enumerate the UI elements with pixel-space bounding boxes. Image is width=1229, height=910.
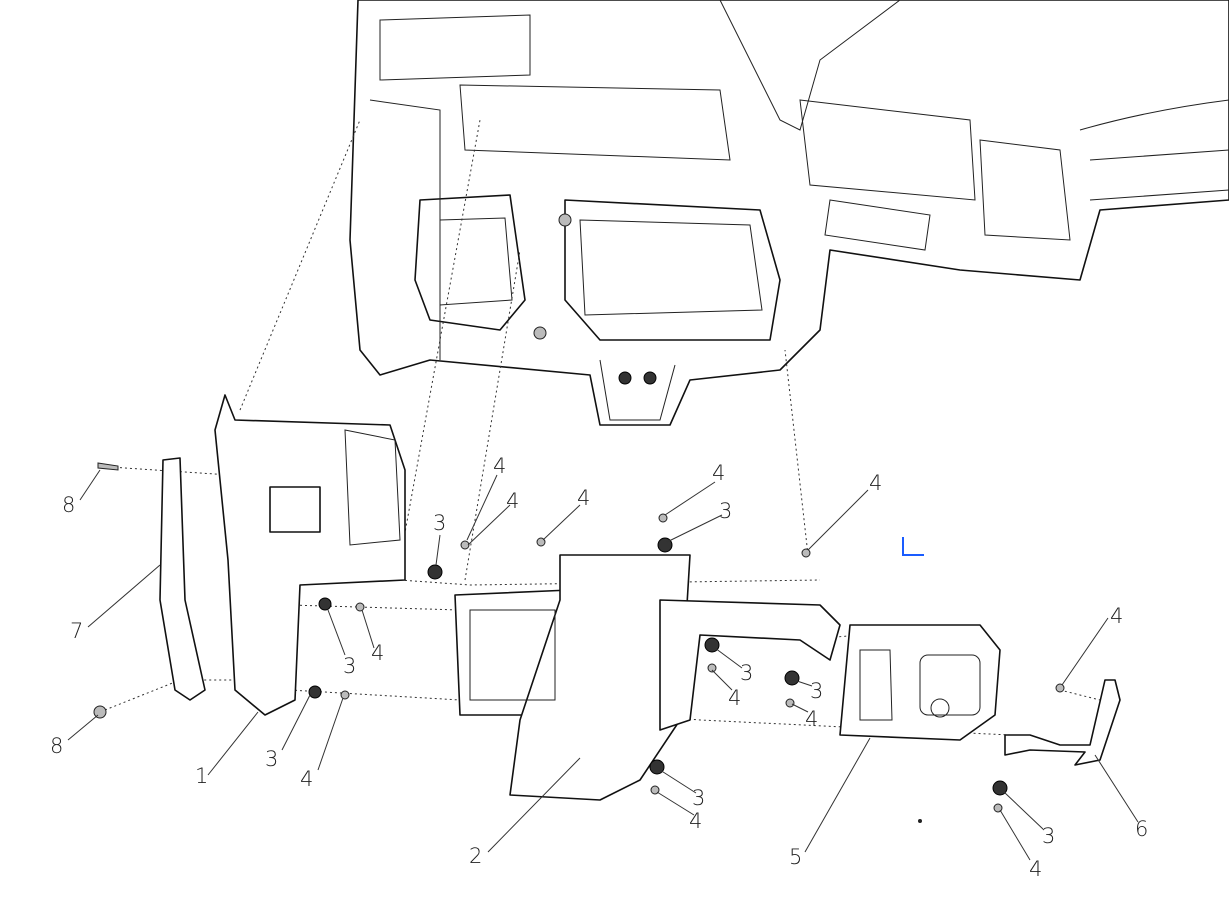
callout-label: 3 [692, 786, 705, 810]
callout-label: 3 [343, 654, 356, 678]
part-5-right-panel [659, 599, 1001, 741]
callout-label: 3 [740, 661, 753, 685]
callout-label: 3 [719, 499, 732, 523]
callout-label: 2 [469, 844, 482, 868]
callout-label: 4 [1110, 604, 1123, 628]
dot-mark [918, 819, 922, 823]
callout-labels: 8 7 8 1 3 4 3 4 3 4 4 4 4 3 4 3 4 3 4 3 … [50, 454, 1148, 881]
part-2-center-column [454, 554, 691, 801]
callout-label: 4 [371, 641, 384, 665]
callout-label: 7 [70, 619, 83, 643]
callout-label: 4 [712, 461, 725, 485]
callout-label: 4 [493, 454, 506, 478]
callout-label: 4 [869, 471, 882, 495]
part-1-left-panel [214, 394, 406, 716]
callout-label: 1 [195, 764, 208, 788]
callout-label: 3 [265, 747, 278, 771]
callout-label: 5 [789, 845, 802, 869]
callout-label: 3 [810, 679, 823, 703]
part-6-bracket [1004, 679, 1121, 766]
callout-leaders [67, 469, 1139, 861]
cursor-mark-icon [902, 537, 924, 556]
callout-label: 4 [506, 489, 519, 513]
callout-label: 4 [577, 486, 590, 510]
dashboard-frame [349, 0, 1229, 426]
callout-label: 4 [805, 707, 818, 731]
callout-label: 4 [300, 767, 313, 791]
callout-label: 3 [1042, 824, 1055, 848]
part-7-side-strip [159, 457, 206, 701]
callout-label: 4 [1029, 857, 1042, 881]
callout-label: 4 [728, 686, 741, 710]
callout-label: 6 [1135, 817, 1148, 841]
callout-label: 8 [62, 493, 75, 517]
callout-label: 8 [50, 734, 63, 758]
callout-label: 3 [433, 511, 446, 535]
fasteners [93, 462, 1065, 813]
callout-label: 4 [689, 809, 702, 833]
